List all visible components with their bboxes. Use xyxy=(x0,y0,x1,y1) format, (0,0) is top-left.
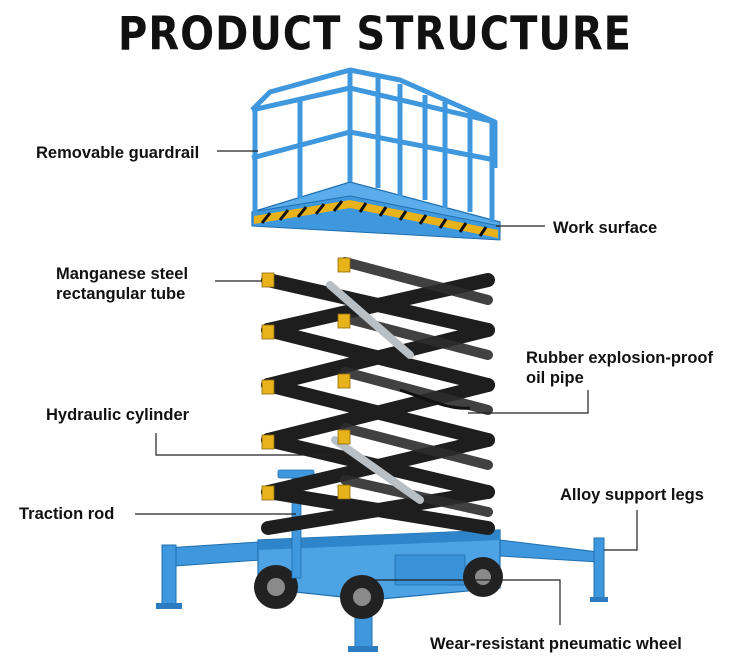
work-platform xyxy=(251,181,501,241)
leader-lines xyxy=(135,150,638,625)
label-pneumatic-wheel: Wear-resistant pneumatic wheel xyxy=(430,635,682,653)
wheel-front xyxy=(340,575,384,619)
diagram-title: PRODUCT STRUCTURE xyxy=(118,8,632,61)
label-hydraulic-cylinder: Hydraulic cylinder xyxy=(46,406,190,424)
removable-guardrail xyxy=(250,67,498,222)
wheel-right xyxy=(463,557,503,597)
base-chassis xyxy=(156,469,608,652)
label-oil-pipe-line1: Rubber explosion-proof xyxy=(526,349,713,367)
label-work-surface: Work surface xyxy=(553,219,658,237)
support-leg-right xyxy=(499,539,599,563)
support-leg-right-foot xyxy=(593,537,605,601)
hazard-stripe xyxy=(254,200,498,238)
wheel-rear-left xyxy=(254,565,298,609)
label-oil-pipe-line2: oil pipe xyxy=(526,369,584,387)
support-leg-left-foot xyxy=(161,544,177,608)
leader-support-legs xyxy=(604,510,638,551)
label-traction-rod: Traction rod xyxy=(19,505,115,523)
leader-wheel xyxy=(362,579,561,625)
leader-oil-pipe xyxy=(468,390,589,414)
label-tube-line2: rectangular tube xyxy=(56,285,186,303)
leader-cylinder xyxy=(155,433,335,456)
label-alloy-support-legs: Alloy support legs xyxy=(560,486,704,504)
rubber-oil-pipe xyxy=(399,388,471,410)
label-removable-guardrail: Removable guardrail xyxy=(36,144,200,162)
scissor-joints xyxy=(261,257,351,501)
label-tube-line1: Manganese steel xyxy=(56,265,189,283)
hydraulic-cylinder xyxy=(326,281,424,504)
